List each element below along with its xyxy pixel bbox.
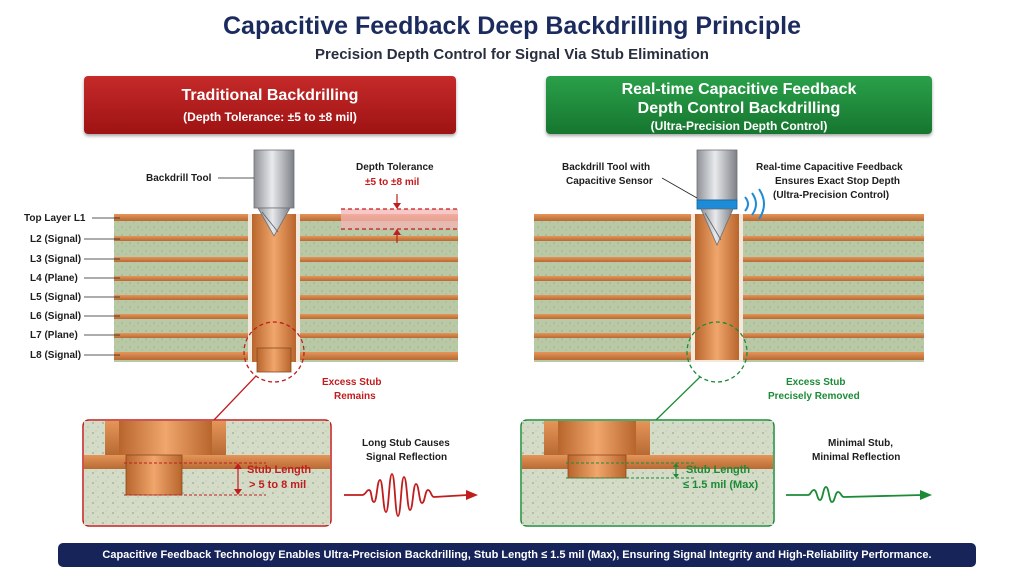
capacitive-tool-label-line1: Backdrill Tool with: [562, 162, 651, 173]
minimal-reflection-line2: Minimal Reflection: [812, 452, 901, 463]
layer-label-l7: L7 (Plane): [30, 330, 78, 341]
capacitive-stub-length-value: ≤ 1.5 mil (Max): [683, 479, 759, 491]
traditional-banner: Traditional Backdrilling (Depth Toleranc…: [84, 76, 456, 134]
minimal-reflection-wave: [786, 486, 932, 503]
traditional-pcb-stackup: [84, 149, 458, 421]
capacitive-banner-title-line1: Real-time Capacitive Feedback: [621, 81, 857, 98]
long-stub-reflection-line2: Signal Reflection: [366, 452, 448, 463]
minimal-reflection-line1: Minimal Stub,: [828, 438, 893, 449]
long-stub-reflection-line1: Long Stub Causes: [362, 438, 450, 449]
capacitive-banner: Real-time Capacitive Feedback Depth Cont…: [546, 76, 932, 134]
layer-label-l1: Top Layer L1: [24, 213, 86, 224]
depth-tolerance-label: Depth Tolerance: [356, 162, 434, 173]
layer-label-l3: L3 (Signal): [30, 254, 82, 265]
layer-label-l5: L5 (Signal): [30, 292, 82, 303]
feedback-note-line1: Real-time Capacitive Feedback: [756, 162, 903, 173]
layer-label-l4: L4 (Plane): [30, 273, 78, 284]
layer-label-l6: L6 (Signal): [30, 311, 82, 322]
long-stub-reflection-wave: [344, 473, 478, 517]
capacitive-banner-title-line2: Depth Control Backdrilling: [637, 100, 841, 117]
capacitive-stub-zoom: [520, 419, 775, 527]
traditional-stub-zoom: [82, 419, 332, 527]
excess-stub-note-line2: Remains: [334, 391, 376, 402]
traditional-stub-length-label: Stub Length: [247, 464, 312, 476]
capacitive-pcb-stackup: [534, 149, 924, 421]
capacitive-stub-length-label: Stub Length: [686, 464, 751, 476]
feedback-note-line2: Ensures Exact Stop Depth: [775, 176, 901, 187]
capacitive-tool-label-line2: Capacitive Sensor: [566, 176, 653, 187]
excess-stub-note-line1: Excess Stub: [322, 377, 382, 388]
depth-tolerance-value: ±5 to ±8 mil: [365, 177, 420, 188]
page-subtitle: Precision Depth Control for Signal Via S…: [315, 46, 709, 63]
backdrill-tool-label: Backdrill Tool: [146, 173, 212, 184]
footer-banner: Capacitive Feedback Technology Enables U…: [58, 543, 976, 567]
capacitive-banner-subtitle: (Ultra-Precision Depth Control): [650, 119, 828, 133]
removed-stub-note-line1: Excess Stub: [786, 377, 846, 388]
page-title: Capacitive Feedback Deep Backdrilling Pr…: [223, 12, 801, 40]
traditional-banner-subtitle: (Depth Tolerance: ±5 to ±8 mil): [183, 110, 357, 124]
feedback-note-line3: (Ultra-Precision Control): [773, 190, 890, 201]
traditional-banner-title: Traditional Backdrilling: [181, 87, 359, 104]
traditional-stub-length-value: > 5 to 8 mil: [249, 479, 307, 491]
layer-label-l2: L2 (Signal): [30, 234, 82, 245]
layer-label-l8: L8 (Signal): [30, 350, 82, 361]
removed-stub-note-line2: Precisely Removed: [768, 391, 860, 402]
